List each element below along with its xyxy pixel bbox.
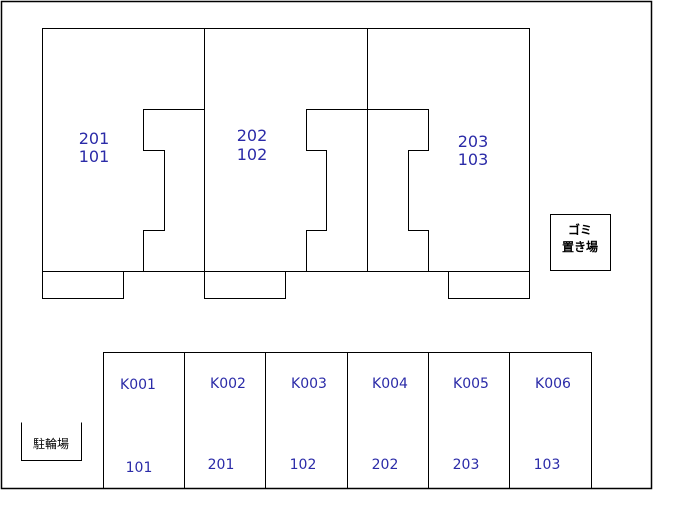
parking-space xyxy=(509,352,592,489)
unit-3-lower-number: 103 xyxy=(458,150,489,169)
garbage-area-label-line2: 置き場 xyxy=(562,239,598,254)
entrance-step-3 xyxy=(448,271,530,299)
parking-space-code: K001 xyxy=(120,377,156,393)
building-outline xyxy=(42,28,530,272)
unit-1-core xyxy=(143,109,205,272)
unit-3-core xyxy=(367,109,429,272)
unit-2-upper-number: 202 xyxy=(237,126,268,145)
parking-space-assigned-unit: 201 xyxy=(208,457,235,473)
parking-space-assigned-unit: 103 xyxy=(534,457,561,473)
unit-1-lower-number: 101 xyxy=(79,147,110,166)
parking-space-code: K002 xyxy=(210,376,246,392)
unit-3-upper-number: 203 xyxy=(458,132,489,151)
parking-space-assigned-unit: 101 xyxy=(126,460,153,476)
parking-space-assigned-unit: 203 xyxy=(453,457,480,473)
building xyxy=(42,28,530,299)
bicycle-parking-label: 駐輪場 xyxy=(33,436,69,451)
unit-2-lower-number: 102 xyxy=(237,145,268,164)
entrance-step-2 xyxy=(204,271,286,299)
unit-2-core xyxy=(306,109,368,272)
parking-area xyxy=(103,352,592,489)
bicycle-parking: 駐輪場 xyxy=(21,422,82,461)
parking-space-code: K003 xyxy=(291,376,327,392)
parking-space-assigned-unit: 102 xyxy=(290,457,317,473)
garbage-area-label-line1: ゴミ xyxy=(568,222,592,237)
unit-1-upper-number: 201 xyxy=(79,129,110,148)
entrance-step-1 xyxy=(42,271,124,299)
parking-space-code: K006 xyxy=(535,376,571,392)
parking-space-assigned-unit: 202 xyxy=(372,457,399,473)
parking-space-code: K005 xyxy=(453,376,489,392)
garbage-area: ゴミ 置き場 xyxy=(550,214,611,271)
parking-space-code: K004 xyxy=(372,376,408,392)
site-boundary xyxy=(0,0,653,490)
